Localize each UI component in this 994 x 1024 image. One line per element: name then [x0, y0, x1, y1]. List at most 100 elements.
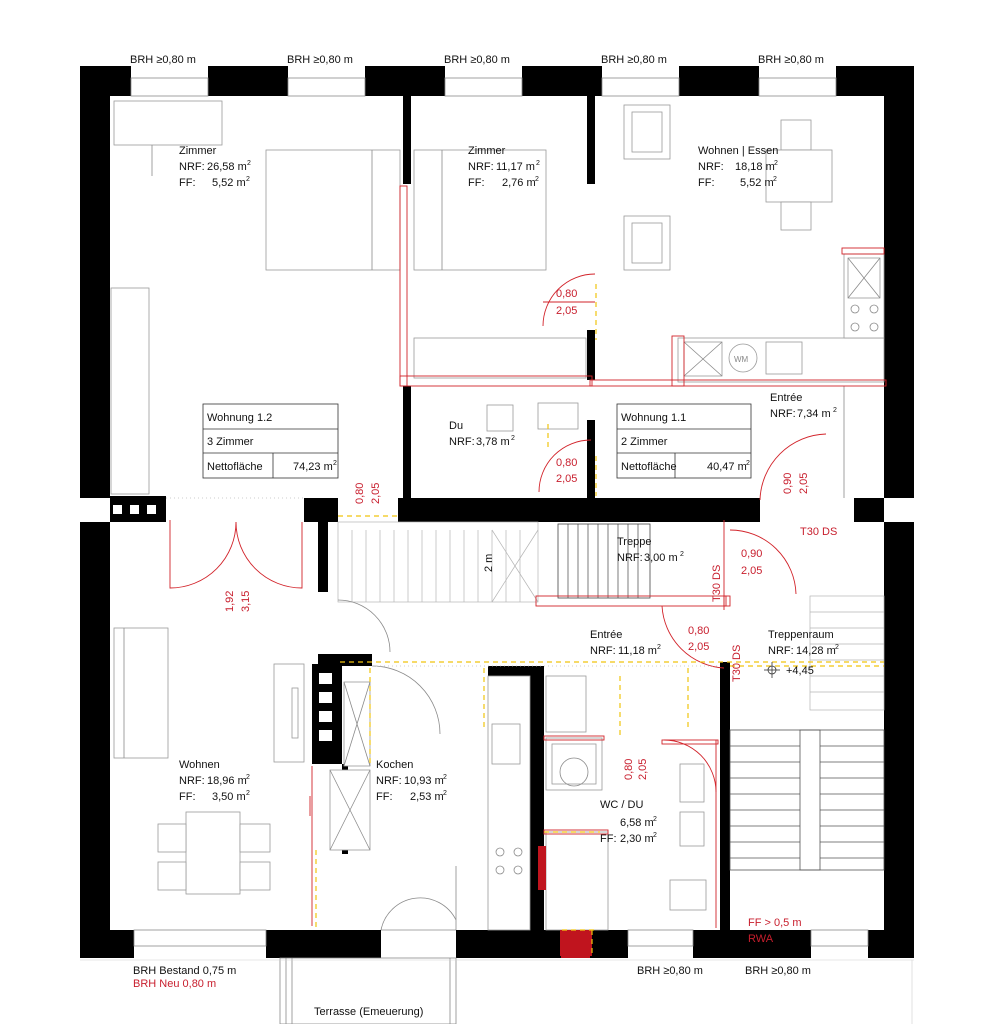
terrace-label: Terrasse (Emeuerung): [314, 1006, 423, 1018]
superscript: 2: [246, 790, 250, 797]
door-width: 0,80: [556, 288, 577, 300]
room-kochen: Kochen NRF: 10,93 m 2 FF: 2,53 m 2: [376, 759, 447, 803]
room-ff: 2,30 m: [620, 833, 654, 845]
brh-bestand: BRH Bestand 0,75 m: [133, 965, 236, 977]
room-nrf: 18,18 m: [735, 161, 775, 173]
superscript: 2: [773, 176, 777, 183]
room-name: Kochen: [376, 759, 413, 771]
room-ff-label: FF:: [600, 833, 617, 845]
door-width: 0,80: [688, 625, 709, 637]
room-nrf: 6,58 m: [620, 817, 654, 829]
brh-neu: BRH Neu 0,80 m: [133, 978, 216, 990]
door-height: 2,05: [556, 305, 577, 317]
door-height: 2,05: [556, 473, 577, 485]
superscript: 2: [333, 460, 337, 467]
fire-door-label: T30 DS: [731, 645, 743, 682]
room-nrf: 11,18 m: [618, 645, 657, 657]
room-ff-label: FF:: [179, 791, 196, 803]
window-label: BRH ≥0,80 m: [287, 54, 353, 66]
room-name: Treppe: [617, 536, 651, 548]
room-nrf-label: NRF:: [449, 436, 475, 448]
door-arcs: [337, 599, 457, 931]
superscript: 2: [443, 790, 447, 797]
room-ff-label: FF:: [468, 177, 485, 189]
window-label: BRH ≥0,80 m: [758, 54, 824, 66]
room-name: Zimmer: [179, 145, 217, 157]
room-entree-top: Entrée NRF: 7,34 m 2: [770, 392, 837, 420]
interior-walls: [304, 96, 884, 930]
door-height: 2,05: [370, 483, 382, 504]
room-nrf-label: NRF:: [179, 775, 205, 787]
apartment-area: 74,23 m: [293, 461, 333, 473]
room-wohnen: Wohnen NRF: 18,96 m 2 FF: 3,50 m 2: [179, 759, 250, 803]
escape-routes: [315, 284, 884, 956]
apartment-name: Wohnung 1.2: [207, 412, 272, 424]
door-width: 0,80: [556, 457, 577, 469]
fire-door-label: T30 DS: [711, 565, 723, 602]
room-nrf: 14,28 m: [796, 645, 836, 657]
room-name: Entrée: [590, 629, 622, 641]
brh-label: BRH ≥0,80 m: [637, 965, 703, 977]
room-name: Zimmer: [468, 145, 506, 157]
door-height: 2,05: [741, 565, 762, 577]
door-width: 0,90: [782, 473, 794, 494]
room-wc-du: WC / DU 6,58 m 2 FF: 2,30 m 2: [600, 799, 657, 845]
door-height: 2,05: [688, 641, 709, 653]
window-labels-top: BRH ≥0,80 m BRH ≥0,80 m BRH ≥0,80 m BRH …: [130, 54, 824, 66]
chimney-blocks: [110, 496, 342, 764]
room-ff: 2,76 m: [502, 177, 536, 189]
room-treppenraum: Treppenraum NRF: 14,28 m 2 +4,45: [764, 629, 839, 678]
apartment-box-w11: Wohnung 1.1 2 Zimmer Nettofläche 40,47 m…: [616, 403, 752, 479]
dotted-lines: [166, 497, 720, 667]
room-ff: 5,52 m: [212, 177, 246, 189]
door-width: 0,90: [741, 548, 762, 560]
apartment-rooms: 3 Zimmer: [207, 436, 254, 448]
apartment-area-label: Nettofläche: [207, 461, 263, 473]
room-zimmer-large: Zimmer NRF: 26,58 m 2 FF: 5,52 m 2: [179, 145, 251, 189]
door-width: 0,80: [354, 483, 366, 504]
room-ff-label: FF:: [376, 791, 393, 803]
stairs: [279, 521, 885, 1024]
superscript: 2: [535, 176, 539, 183]
room-name: Treppenraum: [768, 629, 834, 641]
room-wohnen-essen: Wohnen | Essen NRF: 18,18 m 2 FF: 5,52 m…: [698, 145, 778, 189]
room-nrf: 11,17 m: [496, 161, 535, 173]
window-label: BRH ≥0,80 m: [601, 54, 667, 66]
room-nrf-label: NRF:: [468, 161, 494, 173]
room-ff-label: FF:: [179, 177, 196, 189]
level-value: +4,45: [786, 665, 814, 677]
room-nrf-label: NRF:: [698, 161, 724, 173]
brh-label: BRH ≥0,80 m: [745, 965, 811, 977]
window-label: BRH ≥0,80 m: [130, 54, 196, 66]
door-width: 0,80: [623, 759, 635, 780]
room-ff: 3,50 m: [212, 791, 246, 803]
apartment-box-w12: Wohnung 1.2 3 Zimmer Nettofläche 74,23 m…: [202, 403, 339, 479]
room-name: Entrée: [770, 392, 802, 404]
door-labels: 0,80 2,05 0,80 2,05 0,80 2,05 0,90 2,05 …: [224, 288, 837, 780]
room-entree-mid: Entrée NRF: 11,18 m 2: [590, 629, 661, 657]
room-nrf-label: NRF:: [768, 645, 794, 657]
superscript: 2: [833, 407, 837, 414]
room-nrf: 10,93 m: [404, 775, 444, 787]
room-nrf-label: NRF:: [617, 552, 643, 564]
room-nrf-label: NRF:: [376, 775, 402, 787]
rwa-label: RWA: [748, 933, 774, 945]
fire-door-label: T30 DS: [800, 526, 837, 538]
superscript: 2: [246, 774, 250, 781]
superscript: 2: [835, 644, 839, 651]
washing-machine-label: WM: [734, 355, 749, 364]
superscript: 2: [511, 435, 515, 442]
superscript: 2: [653, 832, 657, 839]
superscript: 2: [680, 551, 684, 558]
superscript: 2: [774, 160, 778, 167]
room-name: Du: [449, 420, 463, 432]
door-height: 3,15: [240, 591, 252, 612]
bottom-labels: BRH Bestand 0,75 m BRH Neu 0,80 m BRH ≥0…: [80, 917, 914, 1024]
door-width: 1,92: [224, 591, 236, 612]
furniture: WM: [110, 100, 885, 931]
room-name: Wohnen: [179, 759, 220, 771]
superscript: 2: [536, 160, 540, 167]
superscript: 2: [657, 644, 661, 651]
apartment-area: 40,47 m: [707, 461, 747, 473]
